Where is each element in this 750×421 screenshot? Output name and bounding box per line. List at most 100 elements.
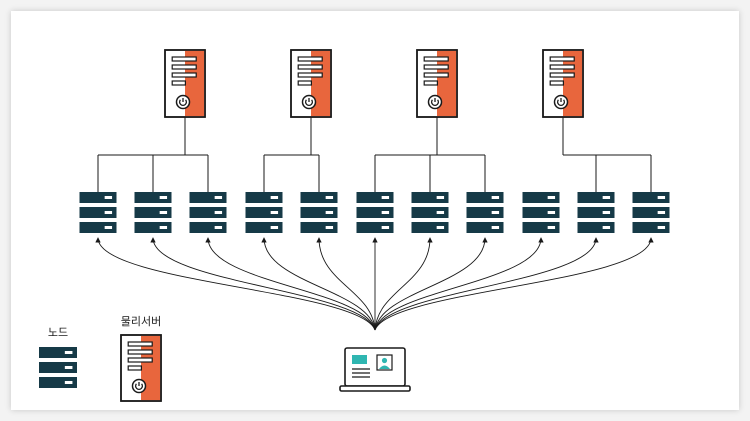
node-block [632, 192, 670, 203]
node-block [632, 222, 670, 233]
client-arrow [95, 237, 376, 331]
node-slot [270, 211, 279, 214]
server-slot [171, 64, 197, 70]
server-slot [171, 56, 197, 62]
physical-server-icon [416, 49, 458, 118]
node-slot [436, 226, 445, 229]
server-slot [297, 72, 323, 78]
physical-server-icon [164, 49, 206, 118]
client-arrow [374, 237, 544, 331]
node-slot [436, 211, 445, 214]
server-outline [290, 49, 332, 118]
client-arrow [205, 237, 376, 331]
server-slot [423, 56, 449, 62]
server-slot [171, 80, 186, 86]
server-outline [416, 49, 458, 118]
node-block [356, 222, 394, 233]
node-slot [159, 196, 168, 199]
node-block [577, 192, 615, 203]
legend-node-label: 노드 [47, 326, 69, 339]
node-slot [547, 211, 556, 214]
node-slot [602, 196, 611, 199]
node-block [632, 207, 670, 218]
physical-server-icon [542, 49, 584, 118]
laptop-screen [344, 347, 406, 387]
node-slot [491, 226, 500, 229]
server-slot [297, 80, 313, 86]
node-icon [79, 192, 117, 233]
node-block [134, 207, 172, 218]
client-arrow [374, 237, 433, 331]
node-block [245, 207, 283, 218]
node-slot [325, 226, 334, 229]
node-slot [64, 381, 73, 384]
power-icon-arc [430, 99, 440, 106]
server-slot [171, 72, 197, 78]
node-icon [189, 192, 227, 233]
physical-server-icon [290, 49, 332, 118]
node-slot [602, 226, 611, 229]
node-block [522, 222, 560, 233]
server-slot [127, 341, 153, 347]
node-slot [657, 211, 666, 214]
node-block [39, 362, 77, 373]
node-icon [522, 192, 560, 233]
node-block [522, 192, 560, 203]
node-slot [657, 196, 666, 199]
node-slot [491, 211, 500, 214]
node-slot [381, 211, 390, 214]
node-block [189, 222, 227, 233]
client-arrow [374, 237, 488, 331]
node-icon [466, 192, 504, 233]
server-slot [127, 365, 142, 371]
node-slot [381, 196, 390, 199]
node-block [356, 207, 394, 218]
laptop-icon [339, 347, 411, 392]
node-slot [270, 226, 279, 229]
node-block [134, 222, 172, 233]
server-slot [549, 64, 575, 70]
server-slot [423, 80, 439, 86]
server-slot [423, 72, 449, 78]
node-block [134, 192, 172, 203]
node-slot [381, 226, 390, 229]
node-slot [325, 211, 334, 214]
node-block [577, 222, 615, 233]
server-slot [127, 357, 153, 363]
server-outline [120, 334, 162, 402]
node-slot [547, 196, 556, 199]
node-slot [602, 211, 611, 214]
node-slot [214, 211, 223, 214]
power-icon-arc [556, 99, 566, 106]
client-arrow [374, 237, 599, 331]
server-slot [423, 64, 449, 70]
node-block [189, 207, 227, 218]
physical-server-row [164, 49, 584, 118]
node-icon [134, 192, 172, 233]
node-block [189, 192, 227, 203]
node-slot [214, 196, 223, 199]
server-slot [549, 72, 575, 78]
node-block [300, 192, 338, 203]
node-block [300, 222, 338, 233]
node-icon [577, 192, 615, 233]
client-laptop [339, 347, 411, 392]
node-block [577, 207, 615, 218]
client-arrow [374, 237, 654, 331]
node-block [39, 347, 77, 358]
node-block [411, 207, 449, 218]
node-icon [245, 192, 283, 233]
node-slot [64, 351, 73, 354]
node-block [411, 222, 449, 233]
legend-node-icon [39, 347, 77, 388]
node-slot [104, 196, 113, 199]
node-slot [214, 226, 223, 229]
node-icon [300, 192, 338, 233]
node-block [245, 222, 283, 233]
node-icon [411, 192, 449, 233]
power-icon-arc [134, 383, 144, 390]
legend-icons [39, 334, 162, 402]
node-block [79, 207, 117, 218]
node-block [300, 207, 338, 218]
